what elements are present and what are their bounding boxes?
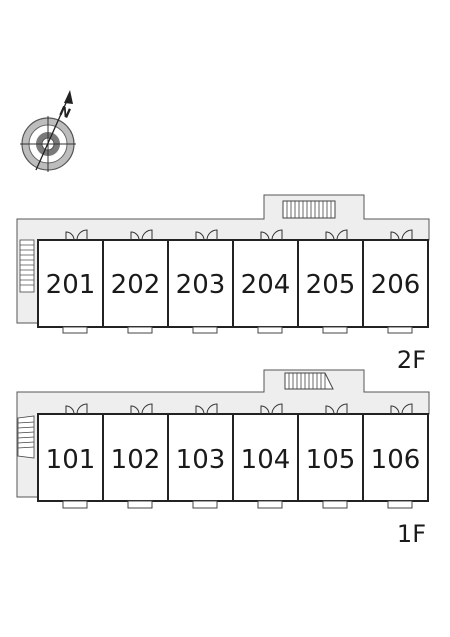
unit-number: 105 [306, 445, 356, 475]
side-stair-icon [19, 239, 35, 293]
unit-number: 205 [306, 270, 356, 300]
unit-number: 202 [111, 270, 161, 300]
side-stair-icon [17, 415, 35, 459]
door-icon [260, 403, 283, 415]
floor-label: 1F [397, 520, 426, 548]
unit-number: 101 [46, 445, 96, 475]
unit-number: 204 [241, 270, 291, 300]
door-icon [65, 229, 88, 241]
floor-1f: 101 102 103 104 [16, 369, 430, 548]
staircase-icon [282, 200, 336, 219]
corridor [16, 369, 430, 498]
balcony [322, 326, 348, 334]
balcony [127, 326, 153, 334]
floor-2f: 201 202 203 204 [16, 194, 430, 374]
unit-106: 106 [362, 403, 429, 509]
door-icon [390, 403, 413, 415]
unit-number: 203 [176, 270, 226, 300]
compass: N [20, 90, 76, 172]
door-icon [130, 403, 153, 415]
balcony [257, 500, 283, 509]
unit-number: 206 [371, 270, 421, 300]
unit-number: 106 [371, 445, 421, 475]
unit-206: 206 [362, 229, 429, 334]
door-icon [65, 403, 88, 415]
door-icon [260, 229, 283, 241]
unit-number: 104 [241, 445, 291, 475]
door-icon [195, 403, 218, 415]
unit-201: 201 [37, 229, 104, 334]
door-icon [325, 229, 348, 241]
unit-number: 102 [111, 445, 161, 475]
unit-102: 102 [102, 403, 169, 509]
compass-icon [20, 90, 76, 172]
unit-number: 103 [176, 445, 226, 475]
balcony [192, 500, 218, 509]
balcony [192, 326, 218, 334]
balcony [127, 500, 153, 509]
corridor [16, 194, 430, 324]
floor-label: 2F [397, 346, 426, 374]
door-icon [325, 403, 348, 415]
balcony [322, 500, 348, 509]
balcony [257, 326, 283, 334]
door-icon [130, 229, 153, 241]
door-icon [390, 229, 413, 241]
door-icon [195, 229, 218, 241]
unit-101: 101 [37, 403, 104, 509]
balcony [387, 326, 413, 334]
staircase-icon [284, 372, 334, 390]
unit-205: 205 [297, 229, 364, 334]
unit-202: 202 [102, 229, 169, 334]
balcony [387, 500, 413, 509]
unit-103: 103 [167, 403, 234, 509]
balcony [62, 326, 88, 334]
unit-204: 204 [232, 229, 299, 334]
unit-203: 203 [167, 229, 234, 334]
unit-104: 104 [232, 403, 299, 509]
balcony [62, 500, 88, 509]
unit-105: 105 [297, 403, 364, 509]
unit-number: 201 [46, 270, 96, 300]
